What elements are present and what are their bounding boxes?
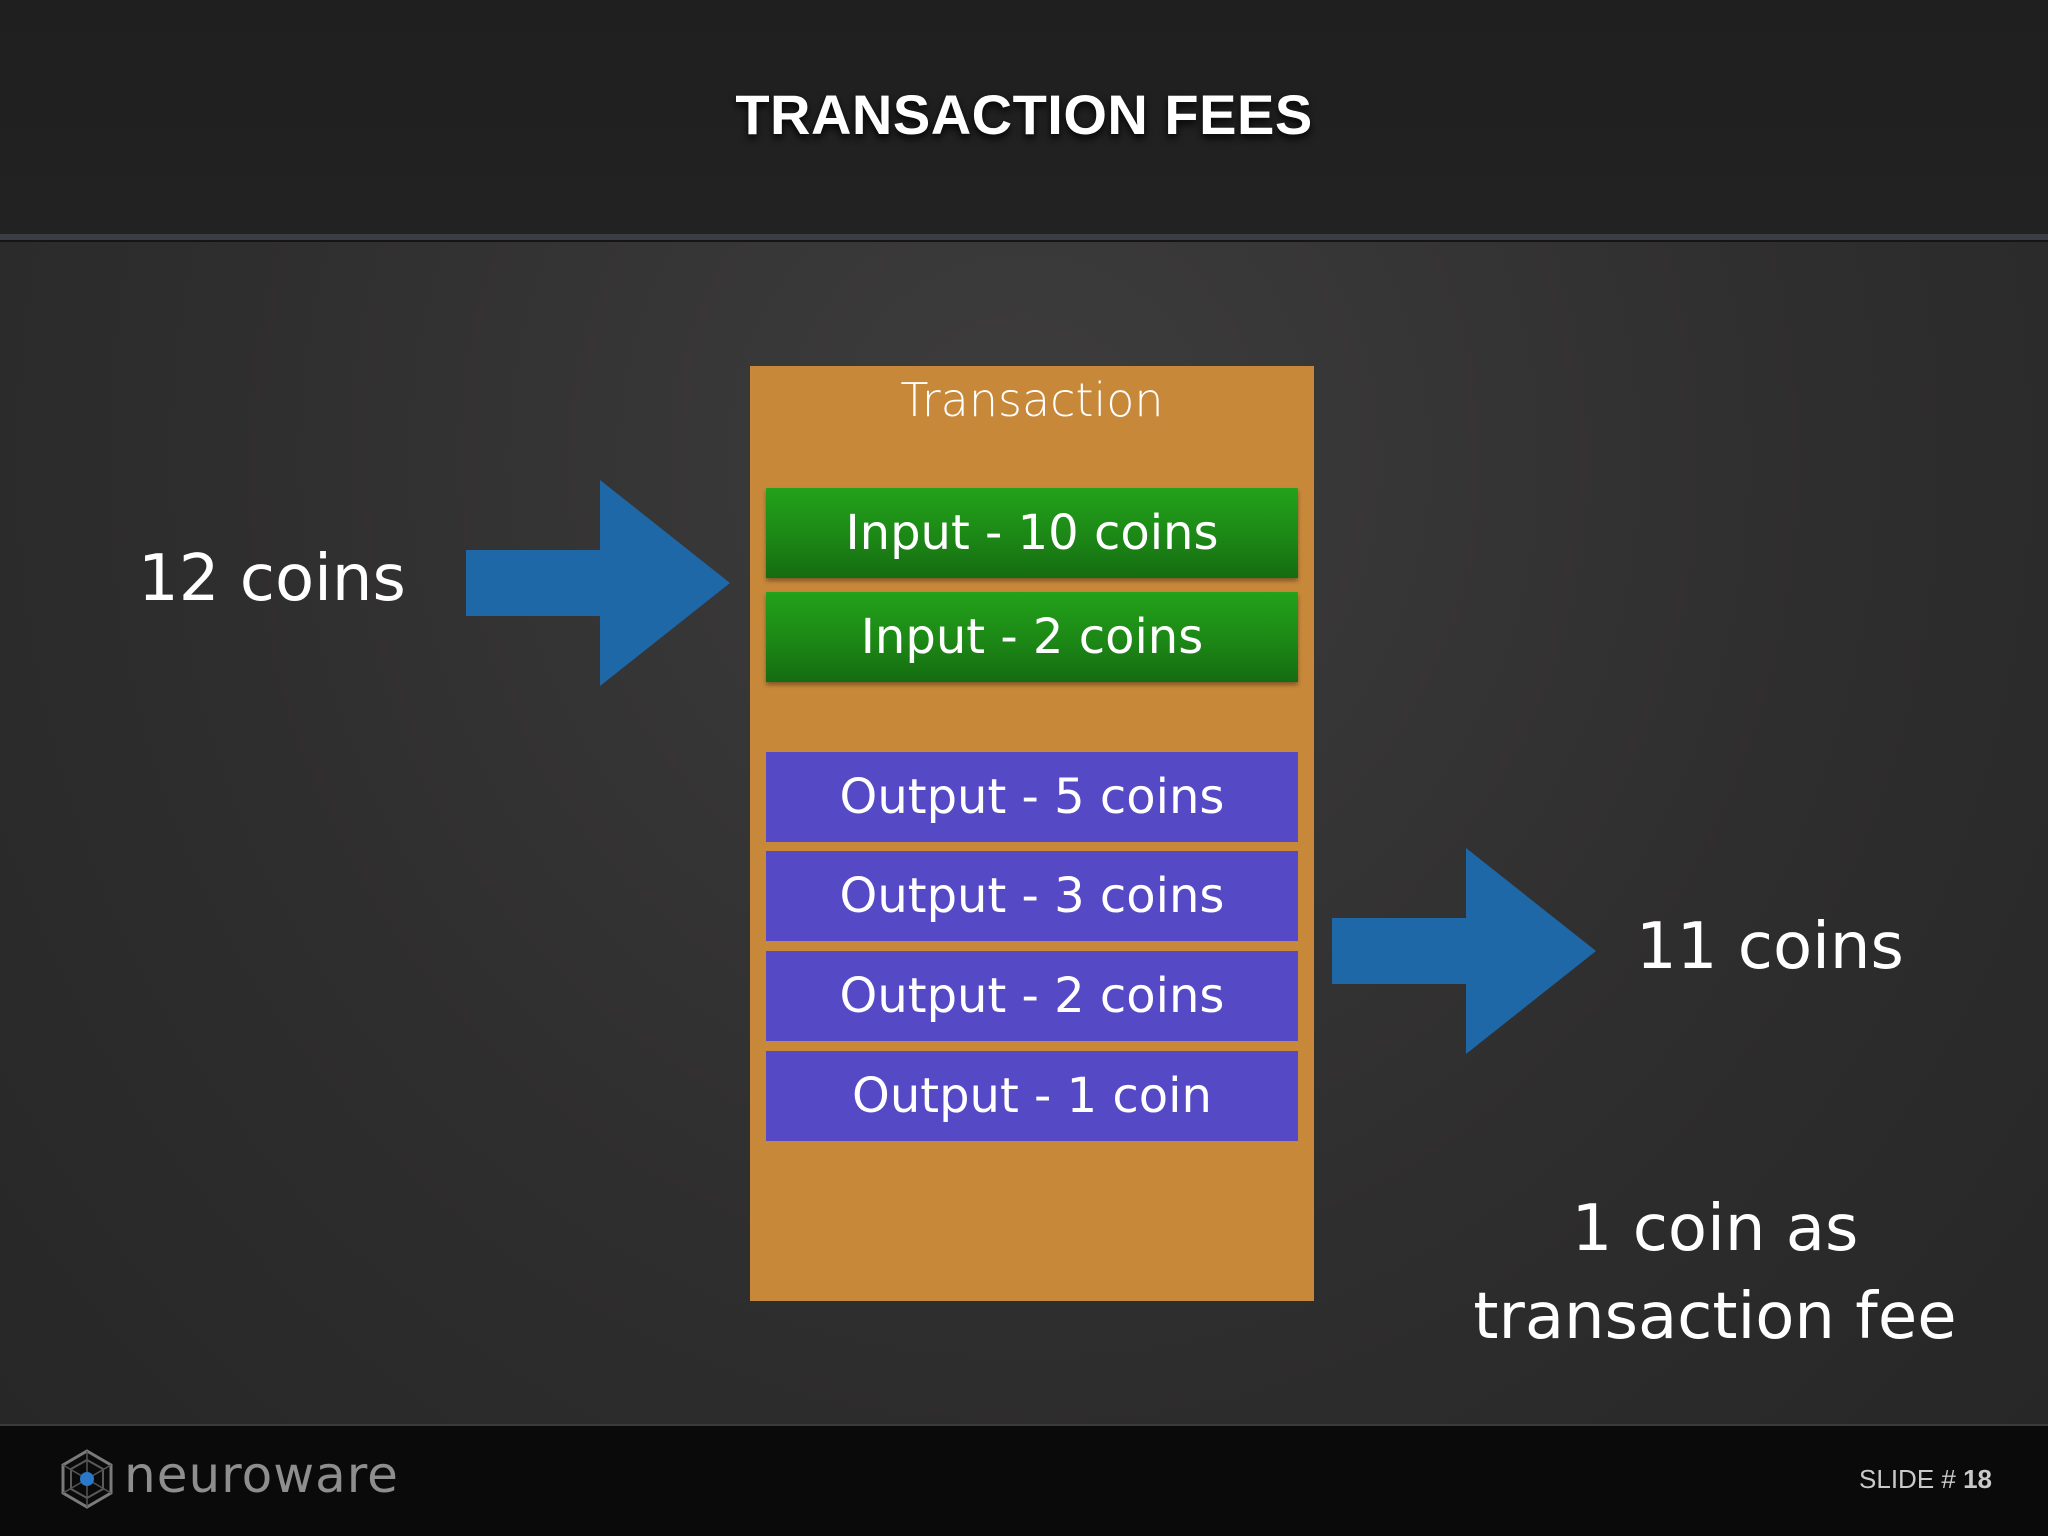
outgoing-arrow-icon <box>1332 848 1596 1054</box>
incoming-arrow-icon <box>466 480 730 686</box>
output-row: Output - 5 coins <box>766 752 1298 842</box>
input-row: Input - 10 coins <box>766 488 1298 578</box>
brand-name: neuroware <box>124 1446 399 1504</box>
fee-note-line1: 1 coin as <box>1571 1192 1859 1266</box>
output-row: Output - 2 coins <box>766 951 1298 1041</box>
input-row: Input - 2 coins <box>766 592 1298 682</box>
incoming-total: 12 coins <box>138 542 406 616</box>
slide-number-label: SLIDE # <box>1859 1464 1956 1494</box>
fee-note: 1 coin as transaction fee <box>1440 1185 1990 1361</box>
slide-title: TRANSACTION FEES <box>735 83 1313 146</box>
output-row: Output - 3 coins <box>766 851 1298 941</box>
outgoing-total: 11 coins <box>1636 910 1904 984</box>
slide-number: SLIDE # 18 <box>1859 1464 1992 1495</box>
slide-number-value: 18 <box>1963 1464 1992 1494</box>
output-row: Output - 1 coin <box>766 1051 1298 1141</box>
fee-note-line2: transaction fee <box>1473 1280 1957 1354</box>
footer-bar <box>0 1424 2048 1536</box>
transaction-label: Transaction <box>900 373 1164 427</box>
neuroware-logo-icon <box>61 1449 113 1509</box>
header-bar <box>0 0 2048 240</box>
